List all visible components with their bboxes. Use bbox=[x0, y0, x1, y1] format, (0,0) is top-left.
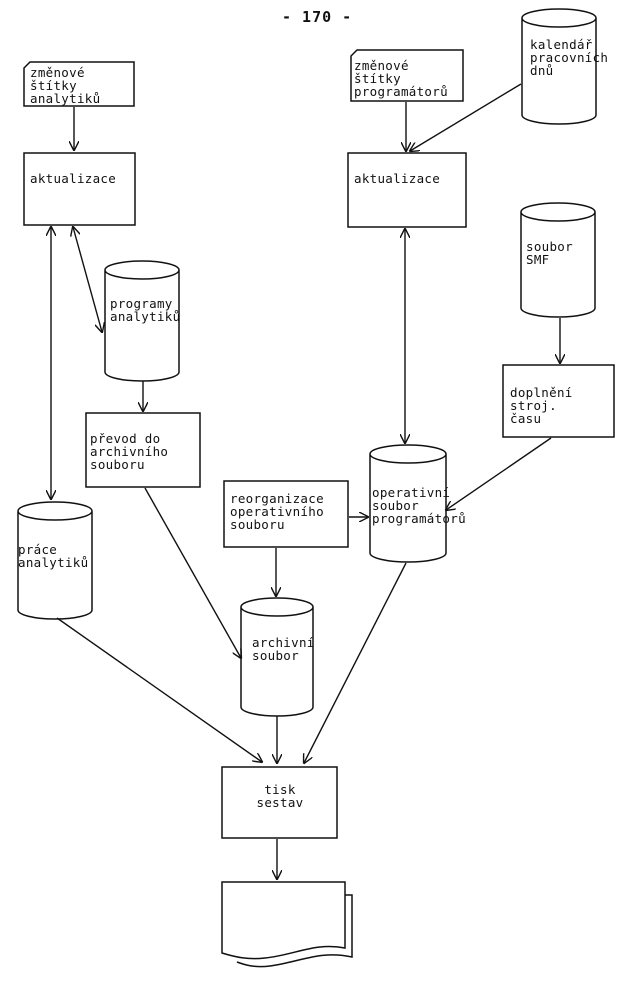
box-aktualizace-right bbox=[347, 152, 467, 228]
box-tisk bbox=[221, 766, 338, 839]
box-doplneni bbox=[502, 364, 615, 438]
label-aktualizace-left: aktualizace bbox=[30, 171, 117, 186]
arrow-aktualizace-programy-bidir bbox=[73, 227, 102, 332]
label-operativni-soubor-programatoru: operativní soubor programátorů bbox=[372, 485, 466, 526]
document-shape-back bbox=[236, 894, 353, 968]
arrow-prevod-to-archivni bbox=[144, 487, 241, 658]
label-archivni-soubor: archivní soubor bbox=[252, 635, 315, 663]
box-reorganizace bbox=[223, 480, 349, 548]
arrow-doplneni-to-operativni bbox=[446, 437, 552, 510]
label-zmenove-stitky-programatoru: změnové štítky programátorů bbox=[354, 58, 448, 99]
label-programy-analytiku: programy analytiků bbox=[110, 296, 181, 324]
document-shape-front bbox=[221, 881, 346, 960]
card-shape-analytiku bbox=[23, 61, 135, 107]
cylinder-operativni bbox=[369, 444, 447, 563]
cylinder-programy bbox=[104, 260, 180, 382]
cylinder-archivni bbox=[240, 597, 314, 717]
label-aktualizace-right: aktualizace bbox=[354, 171, 441, 186]
arrow-prace-to-tisk bbox=[56, 617, 262, 762]
label-soubor-smf: soubor SMF bbox=[526, 239, 573, 267]
label-reorganizace-operativniho-souboru: reorganizace operativního souboru bbox=[230, 491, 324, 532]
label-kalendar-pracovnich-dnu: kalendář pracovních dnů bbox=[530, 37, 609, 78]
label-prace-analytiku: práce analytiků bbox=[18, 542, 89, 570]
arrow-operativni-to-tisk bbox=[304, 562, 407, 763]
cylinder-prace bbox=[17, 501, 93, 620]
box-prevod bbox=[85, 412, 201, 488]
label-zmenove-stitky-analytiku: změnové štítky analytiků bbox=[30, 65, 101, 106]
box-aktualizace-left bbox=[23, 152, 136, 226]
label-tisk-sestav: tisk sestav bbox=[256, 782, 304, 810]
card-shape-programatoru bbox=[350, 49, 464, 102]
cylinder-kalendar bbox=[521, 8, 597, 125]
label-doplneni-stroj-casu: doplnění stroj. času bbox=[510, 385, 573, 426]
cylinder-smf bbox=[520, 202, 596, 318]
arrow-kalendar-to-aktualizace-right bbox=[410, 83, 522, 151]
page-number: - 170 - bbox=[282, 8, 353, 26]
label-prevod-do-archivniho-souboru: převod do archivního souboru bbox=[90, 431, 169, 472]
